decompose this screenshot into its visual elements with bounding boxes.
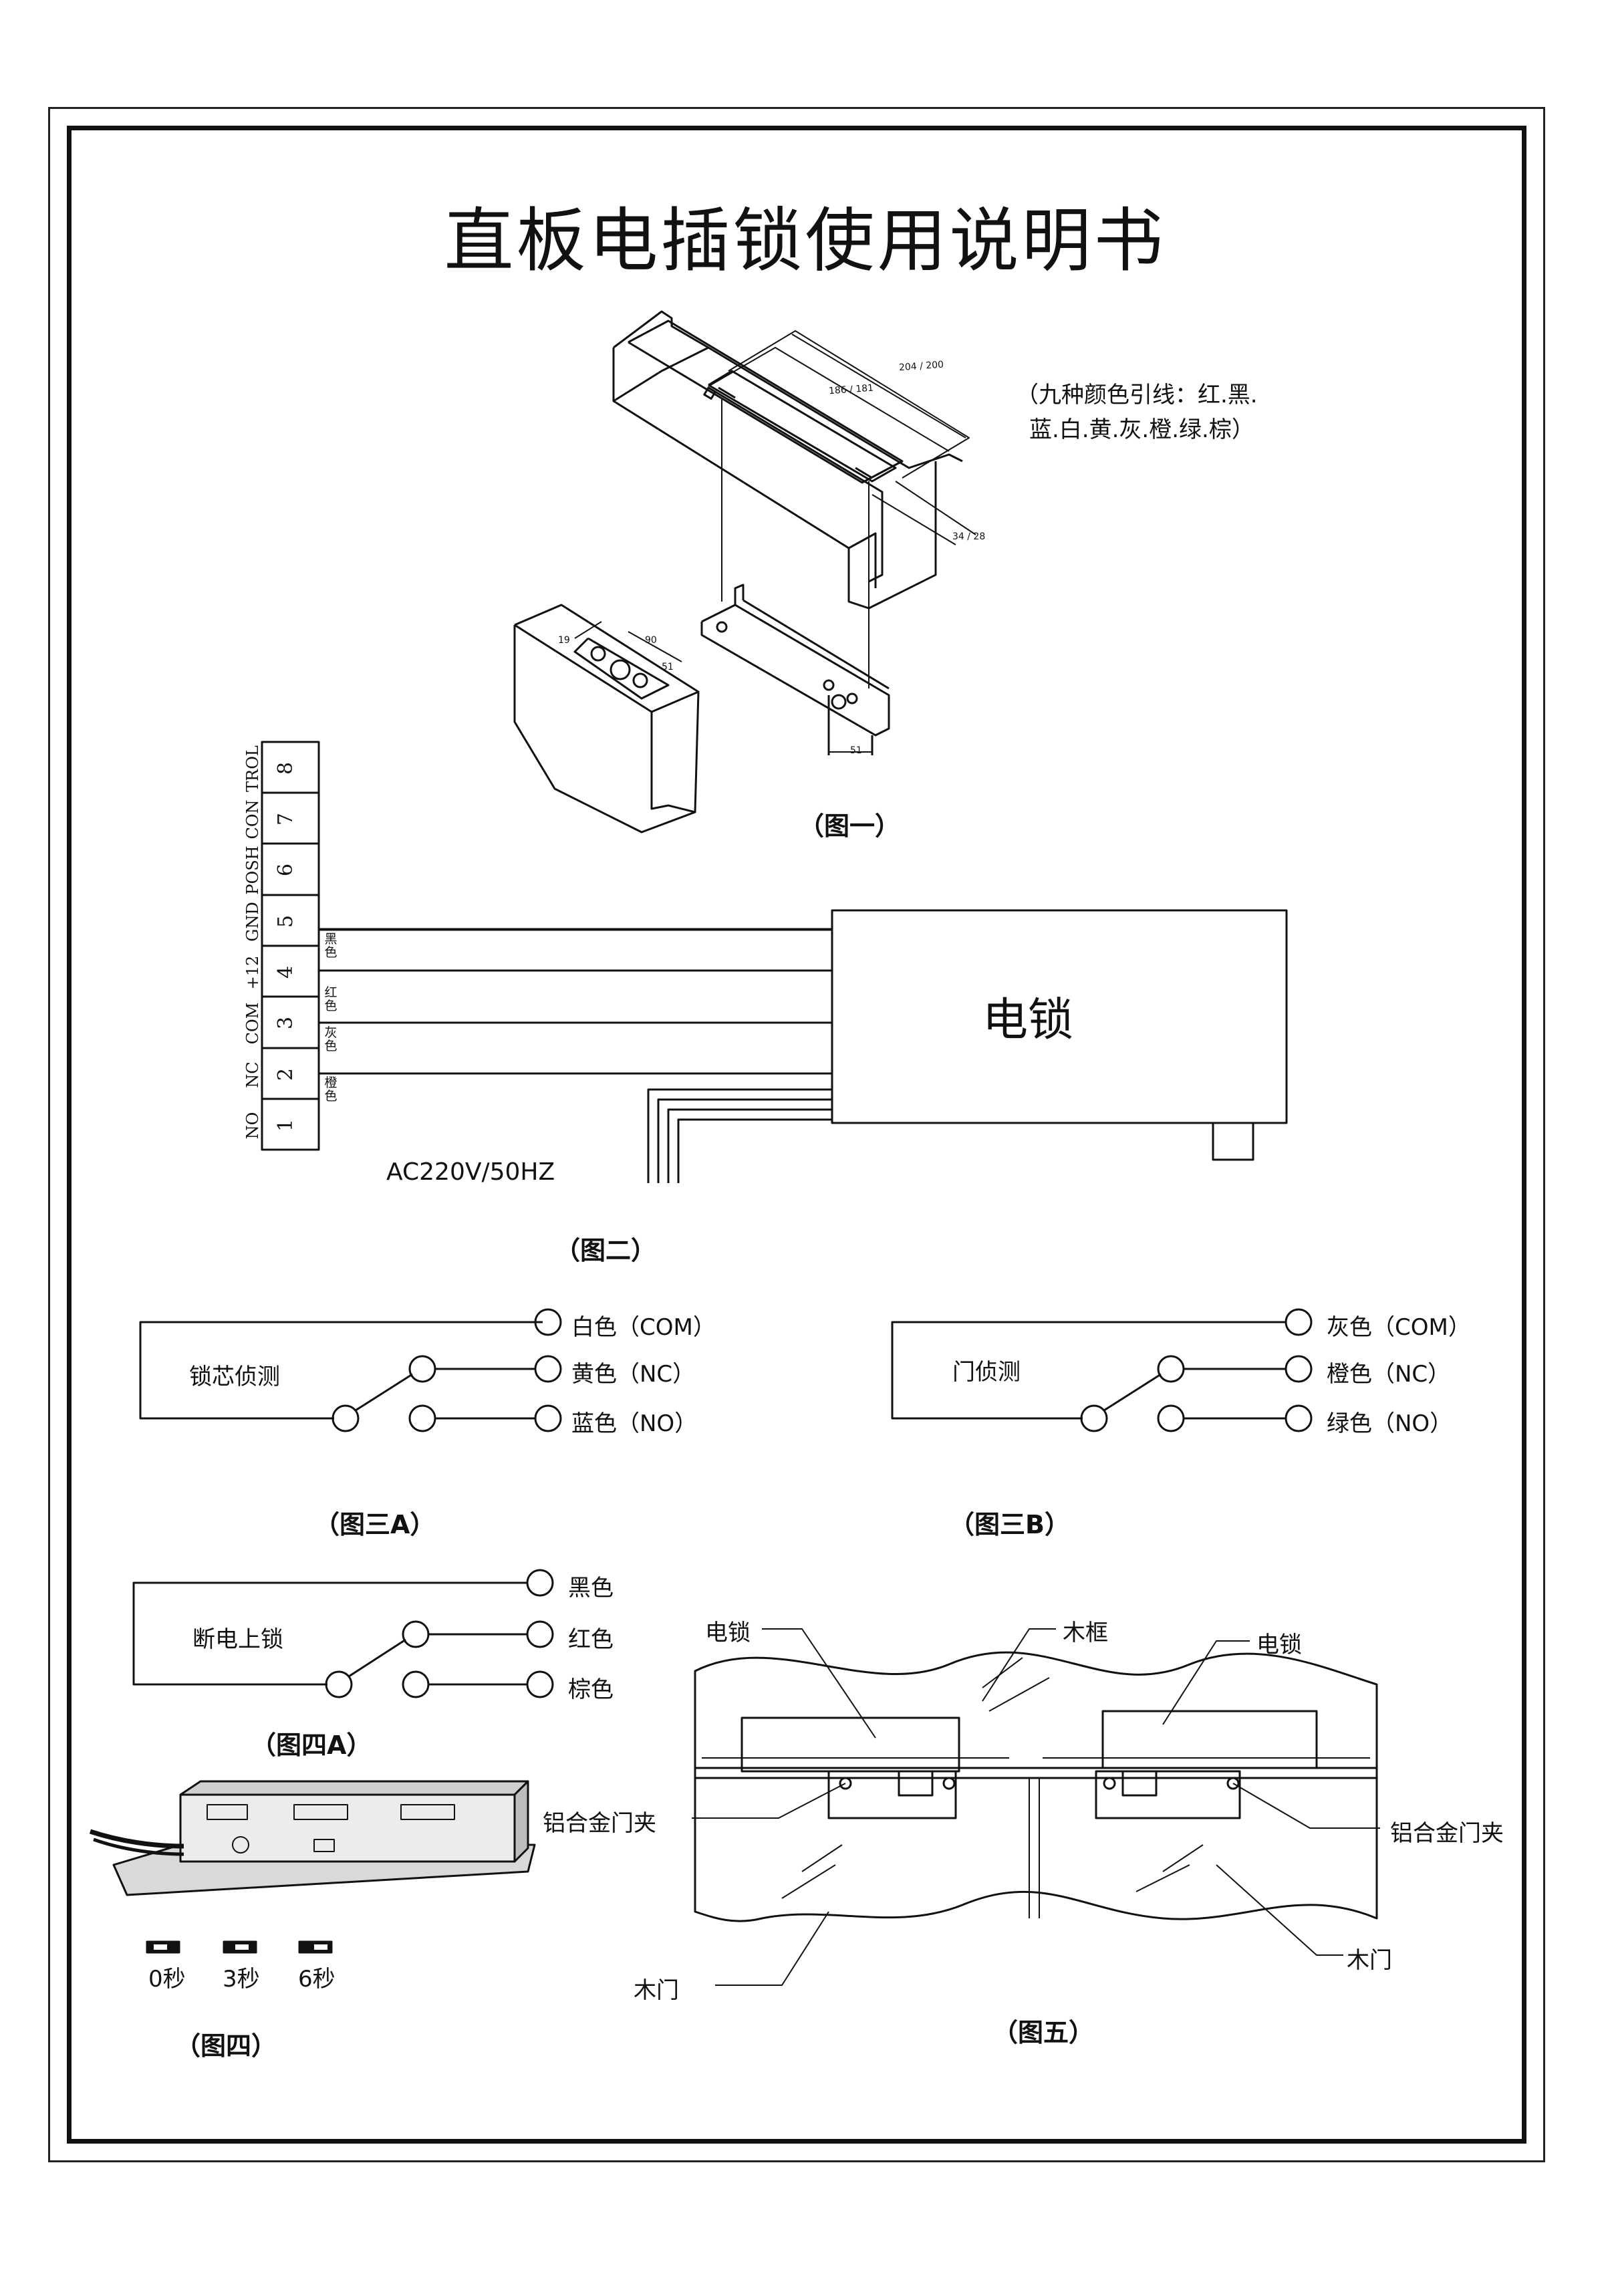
- fig1-wire-note-line2: 蓝.白.黄.灰.橙.绿.棕）: [1029, 416, 1254, 443]
- fig5-label-frame: 木框: [1063, 1620, 1108, 1646]
- fig1-dim-19: 19: [558, 635, 570, 646]
- terminal-number-7: 7: [274, 812, 298, 826]
- fig4a-terminal-black: 黑色: [568, 1575, 614, 1602]
- terminal-number-8: 8: [274, 761, 298, 775]
- fig4-product-drawing: [89, 1780, 536, 1954]
- fig1-dimension-lines: [708, 330, 976, 545]
- fig3b-box-label: 门侦测: [952, 1359, 1021, 1386]
- fig5-label-lock-right: 电锁: [1256, 1632, 1302, 1658]
- fig5-caption: （图五）: [992, 2018, 1095, 2047]
- delay-label-3s: 3秒: [223, 1966, 260, 1993]
- fig3b-terminal-com: 灰色（COM）: [1327, 1314, 1471, 1341]
- fig1-lock-body-drawing: [612, 310, 963, 610]
- fig2-wires: [319, 928, 832, 1183]
- power-supply-label: AC220V/50HZ: [386, 1158, 555, 1186]
- fig3a-terminal-nc: 黄色（NC）: [571, 1361, 696, 1388]
- fig1-wire-note-line1: （九种颜色引线：红.黑.: [1016, 382, 1258, 408]
- fig3b-terminal-no: 绿色（NO）: [1327, 1410, 1453, 1437]
- fig3a-box-label: 锁芯侦测: [189, 1364, 280, 1390]
- fig4a-terminal-brown: 棕色: [568, 1676, 614, 1703]
- page-border-outer: [48, 107, 1545, 2162]
- terminal-label-trol: TROL: [243, 745, 262, 792]
- fig3b-switch-diagram: [891, 1308, 1313, 1432]
- delay-label-6s: 6秒: [298, 1966, 336, 1993]
- fig1-dim-51-b: 51: [850, 745, 862, 756]
- fig3a-switch-diagram: [139, 1308, 562, 1432]
- fig4-caption: （图四）: [175, 2031, 277, 2061]
- fig1-door-panel-drawing: [513, 604, 700, 834]
- fig1-caption: （图一）: [799, 811, 901, 841]
- fig3a-terminal-com: 白色（COM）: [571, 1314, 716, 1341]
- fig3b-caption: （图三B）: [949, 1510, 1070, 1539]
- wire-color-red: 红色: [324, 985, 338, 1013]
- fig5-glass-door-drawing: [694, 1651, 1378, 1922]
- fig4a-terminal-red: 红色: [568, 1626, 614, 1653]
- fig1-dim-51-a: 51: [662, 662, 674, 672]
- fig3b-terminal-nc: 橙色（NC）: [1327, 1361, 1451, 1388]
- fig4a-caption: （图四A）: [251, 1731, 372, 1760]
- fig5-label-door-right: 木门: [1347, 1947, 1392, 1974]
- fig5-leader-lines: [692, 1628, 1380, 1986]
- fig1-dim-depth: 34 / 28: [952, 531, 986, 542]
- terminal-number-5: 5: [274, 914, 298, 928]
- fig1-projection-lines: [721, 398, 869, 688]
- terminal-number-4: 4: [274, 965, 298, 979]
- terminal-number-3: 3: [274, 1016, 298, 1030]
- wire-color-orange: 橙色: [324, 1075, 338, 1104]
- wire-color-black: 黑色: [324, 932, 338, 960]
- wire-color-gray: 灰色: [324, 1025, 338, 1053]
- page-title: 直板电插锁使用说明书: [444, 200, 1166, 281]
- terminal-number-1: 1: [274, 1118, 298, 1132]
- fig3a-caption: （图三A）: [314, 1510, 436, 1539]
- delay-label-0s: 0秒: [148, 1966, 186, 1993]
- fig1-dim-90: 90: [645, 635, 657, 646]
- fig2-caption: （图二）: [555, 1236, 657, 1265]
- fig5-label-clamp-right: 铝合金门夹: [1390, 1820, 1504, 1847]
- fig5-label-lock-left: 电锁: [705, 1620, 751, 1646]
- page-border-inner: [67, 126, 1526, 2144]
- terminal-number-2: 2: [274, 1067, 298, 1081]
- fig4a-box-label: 断电上锁: [192, 1626, 283, 1653]
- fig5-label-clamp-left: 铝合金门夹: [543, 1810, 656, 1837]
- terminal-number-6: 6: [274, 863, 298, 877]
- fig4a-switch-diagram: [132, 1569, 554, 1698]
- fig2-terminal-block: [261, 741, 320, 1151]
- electric-lock-label: 电锁: [982, 994, 1074, 1047]
- fig2-electric-lock-box: [831, 909, 1288, 1161]
- fig1-armature-plate-drawing: [700, 584, 890, 755]
- fig5-label-door-left: 木门: [634, 1977, 679, 2004]
- fig3a-terminal-no: 蓝色（NO）: [571, 1410, 698, 1437]
